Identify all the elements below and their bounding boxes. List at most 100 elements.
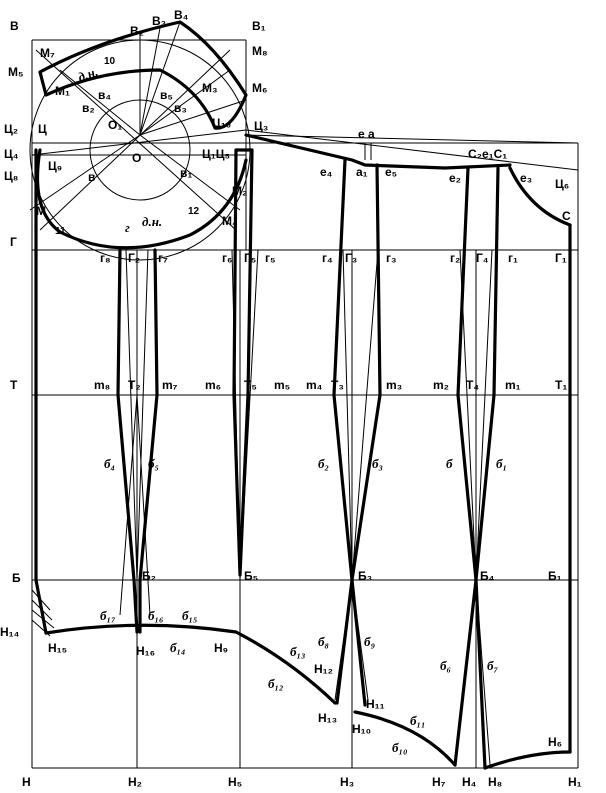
lbl-H12: Н₁₂ — [314, 662, 333, 676]
lbl-M1: М₁ — [55, 84, 70, 98]
lbl-g5: г₅ — [265, 251, 276, 265]
lbl-H3: Н₃ — [340, 775, 354, 789]
lbl-B1b: Б₁ — [548, 569, 562, 583]
lbl-G1: Г₁ — [555, 251, 567, 265]
lbl-b1: б₁ — [496, 456, 507, 471]
sleeve-cap-upper — [38, 20, 248, 130]
lbl-Ts6: Ц₆ — [555, 177, 569, 191]
lbl-b7: б₇ — [487, 658, 498, 673]
lbl-Ts2: Ц₂ — [4, 122, 18, 136]
lbl-T2: Т₂ — [128, 378, 141, 392]
lbl-m8: m₈ — [94, 378, 110, 392]
lbl-b15: б₁₅ — [182, 608, 198, 623]
lbl-m5: m₅ — [274, 378, 290, 392]
lbl-b10: б₁₀ — [392, 740, 408, 755]
lbl-g4: г₄ — [322, 251, 333, 265]
lbl-n11: 11 — [55, 226, 66, 237]
lbl-M2: М₂ — [232, 184, 247, 198]
lbl-M6: М₆ — [252, 81, 267, 95]
lbl-b9: б₉ — [364, 634, 375, 649]
lbl-e4: е₄ — [320, 165, 333, 179]
lbl-a1: а₁ — [356, 165, 368, 179]
lbl-B: В — [10, 19, 19, 33]
pattern-contours — [34, 20, 572, 770]
lbl-Bb: Б — [12, 571, 21, 585]
lbl-b6: б₆ — [440, 658, 451, 673]
lbl-H10: Н₁₀ — [352, 722, 371, 736]
lbl-M4: М₄ — [222, 214, 238, 228]
lbl-H9: Н₉ — [214, 641, 228, 655]
lbl-B2b: Б₂ — [142, 569, 156, 583]
lbl-H15: Н₁₅ — [48, 641, 67, 655]
lbl-b17: б₁₇ — [100, 608, 116, 623]
lbl-G2: Г₂ — [128, 251, 140, 265]
dart-g4-g3 — [332, 158, 382, 707]
lbl-b14: б₁₄ — [170, 640, 186, 655]
lbl-H16: Н₁₆ — [136, 644, 155, 658]
lbl-M: М — [36, 204, 46, 218]
lbl-dn1: д.н. — [76, 64, 100, 85]
neckline-curve — [508, 166, 572, 227]
hem-contour — [44, 623, 337, 705]
lbl-B2: В₂ — [130, 24, 144, 38]
shoulder-line — [244, 133, 512, 170]
lbl-H13: Н₁₃ — [318, 711, 337, 725]
sleeve-cap-lower — [35, 148, 248, 250]
lbl-b12: б₁₂ — [268, 676, 284, 691]
lbl-g2: г₂ — [450, 251, 460, 265]
lbl-b: б — [446, 456, 453, 471]
construction-grid — [29, 21, 579, 769]
lbl-Ts: Ц — [38, 122, 47, 136]
lbl-m7: m₇ — [162, 378, 178, 392]
lbl-T1: Т₁ — [555, 378, 567, 392]
lbl-g8: г₈ — [100, 251, 111, 265]
lbl-B3b: Б₃ — [358, 569, 372, 583]
dart-g6-g5 — [232, 148, 254, 577]
lbl-n10: 10 — [104, 56, 116, 67]
lbl-C2e1C1: С₂е₁С₁ — [468, 147, 507, 161]
lbl-T4: Т₄ — [466, 378, 479, 392]
lbl-M8: М₈ — [252, 44, 268, 58]
lbl-T: Т — [10, 378, 18, 392]
lbl-G4: Г₄ — [476, 251, 489, 265]
lbl-B3: В₃ — [152, 14, 166, 28]
lbl-b16: б₁₆ — [148, 608, 164, 623]
lbl-T5: Т₅ — [244, 378, 257, 392]
lbl-O: О — [132, 151, 141, 165]
lbl-m2: m₂ — [433, 378, 449, 392]
lbl-H6: Н₆ — [548, 735, 562, 749]
lbl-e2: е₂ — [449, 171, 461, 185]
lbl-v5: в₅ — [160, 88, 173, 102]
lbl-H8: Н₈ — [488, 775, 502, 789]
lbl-H4: Н₄ — [462, 775, 477, 789]
lbl-ea: е а — [358, 127, 375, 141]
lbl-b8: б₈ — [318, 634, 329, 649]
lbl-Ts1Ts5: Ц₁Ц₅ — [202, 147, 230, 161]
lbl-v1: в₁ — [180, 166, 192, 180]
lbl-G5: Г₅ — [244, 251, 256, 265]
lbl-m1: m₁ — [505, 378, 521, 392]
lbl-H5: Н₅ — [228, 775, 242, 789]
lbl-H14: Н₁₄ — [0, 625, 20, 639]
dart-g8-g7 — [116, 248, 159, 634]
lbl-e3: е₃ — [520, 171, 532, 185]
lbl-H: Н — [22, 775, 31, 789]
lbl-M7: М₇ — [40, 46, 55, 60]
lbl-B5b: Б₅ — [244, 569, 258, 583]
lbl-C: С — [562, 209, 571, 223]
lbl-b4: б₄ — [104, 456, 115, 471]
lbl-H11: Н₁₁ — [366, 697, 385, 711]
lbl-g3: г₃ — [386, 251, 397, 265]
hem-contour-3 — [483, 750, 572, 770]
lbl-H7: Н₇ — [432, 775, 446, 789]
left-side-contour — [34, 148, 48, 635]
lbl-Ts8: Ц₈ — [4, 169, 18, 183]
lbl-G3: Г₃ — [345, 251, 357, 265]
lbl-b11: б₁₁ — [410, 713, 426, 728]
hem-contour-2 — [353, 710, 457, 767]
lbl-g-small: г — [125, 220, 130, 235]
lbl-M5: М₅ — [8, 65, 24, 79]
lbl-e5: е₅ — [385, 165, 397, 179]
lbl-b13: б₁₃ — [290, 644, 306, 659]
